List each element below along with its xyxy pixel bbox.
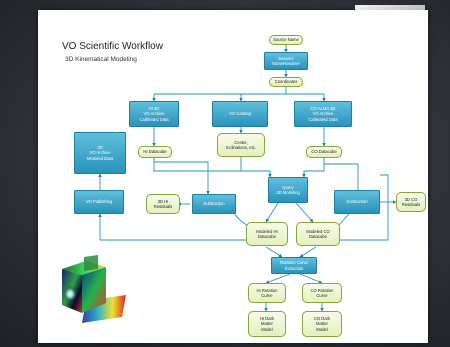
edge-coordinates-branch (154, 87, 324, 95)
slide-title: VO Scientific Workflow (62, 41, 163, 52)
flow-connectors (98, 45, 397, 312)
node-co-alma-archive: CO ALMA 3D VO Archive Calibrated Data (294, 101, 352, 127)
edge-query-modeledco (295, 202, 314, 223)
node-co-rotation-curve: CO Rotation Curve (302, 283, 342, 303)
node-source-name: Source Name (269, 35, 303, 45)
edge-rotation-hicurve (265, 273, 291, 284)
node-hi-datacube: HI Datacube (138, 146, 172, 158)
edge-query-modeledhi (265, 202, 279, 223)
edge-modeledco-return (340, 174, 389, 241)
node-query-modeling: Query 3D Modeling (268, 177, 308, 203)
edge-codatacube-query (302, 158, 325, 178)
node-center-inclinations: Center, Inclinations, etc. (217, 133, 265, 157)
node-subtraction-right: Subtraction (334, 190, 380, 214)
edge-hidatacube-subleft (153, 158, 210, 195)
node-rotation-extraction: Rotation Curve Extraction (271, 257, 317, 274)
node-hi-rotation-curve: HI Rotation Curve (248, 283, 286, 303)
datacube-illustration (62, 255, 126, 323)
node-co-dark-matter: CO Dark Matter Model (302, 311, 342, 337)
slide-subtitle: 3D Kinematical Modeling (65, 56, 137, 63)
node-vo-publishing: VO Publishing (74, 190, 124, 214)
node-sesame: Sesame NameResolver (264, 52, 308, 70)
edge-modeled-publishing (98, 213, 248, 241)
edge-hidatacube-query (153, 158, 272, 178)
node-hi-residuals: 3D HI Residuals (146, 194, 180, 214)
node-hi3d-archive: HI 3D VO Archive Calibrated Data (129, 101, 179, 127)
edge-rotation-cocurve (299, 273, 323, 284)
node-coordinates: Coordinates (269, 77, 303, 87)
edge-modeledco-rotation (299, 246, 317, 258)
node-co-residuals: 3D CO Residuals (396, 192, 426, 212)
node-modeled-co: Modeled CO Datacube (296, 222, 340, 246)
slide: VO Scientific Workflow 3D Kinematical Mo… (38, 10, 428, 343)
edge-codatacube-subright (323, 158, 360, 195)
node-modeled-hi: Modeled HI Datacube (246, 222, 288, 246)
screen-glare (355, 5, 425, 65)
edge-modeled-rotation (265, 246, 283, 258)
node-hi-dark-matter: HI Dark Matter Model (248, 311, 286, 337)
node-modeled-archive: 3D VO Archive Modeled Data (74, 132, 126, 174)
node-co-datacube: CO Datacube (306, 146, 342, 158)
node-subtraction-left: Subtraction (192, 194, 236, 214)
node-vo-catalog: VO Catalog (212, 101, 268, 127)
